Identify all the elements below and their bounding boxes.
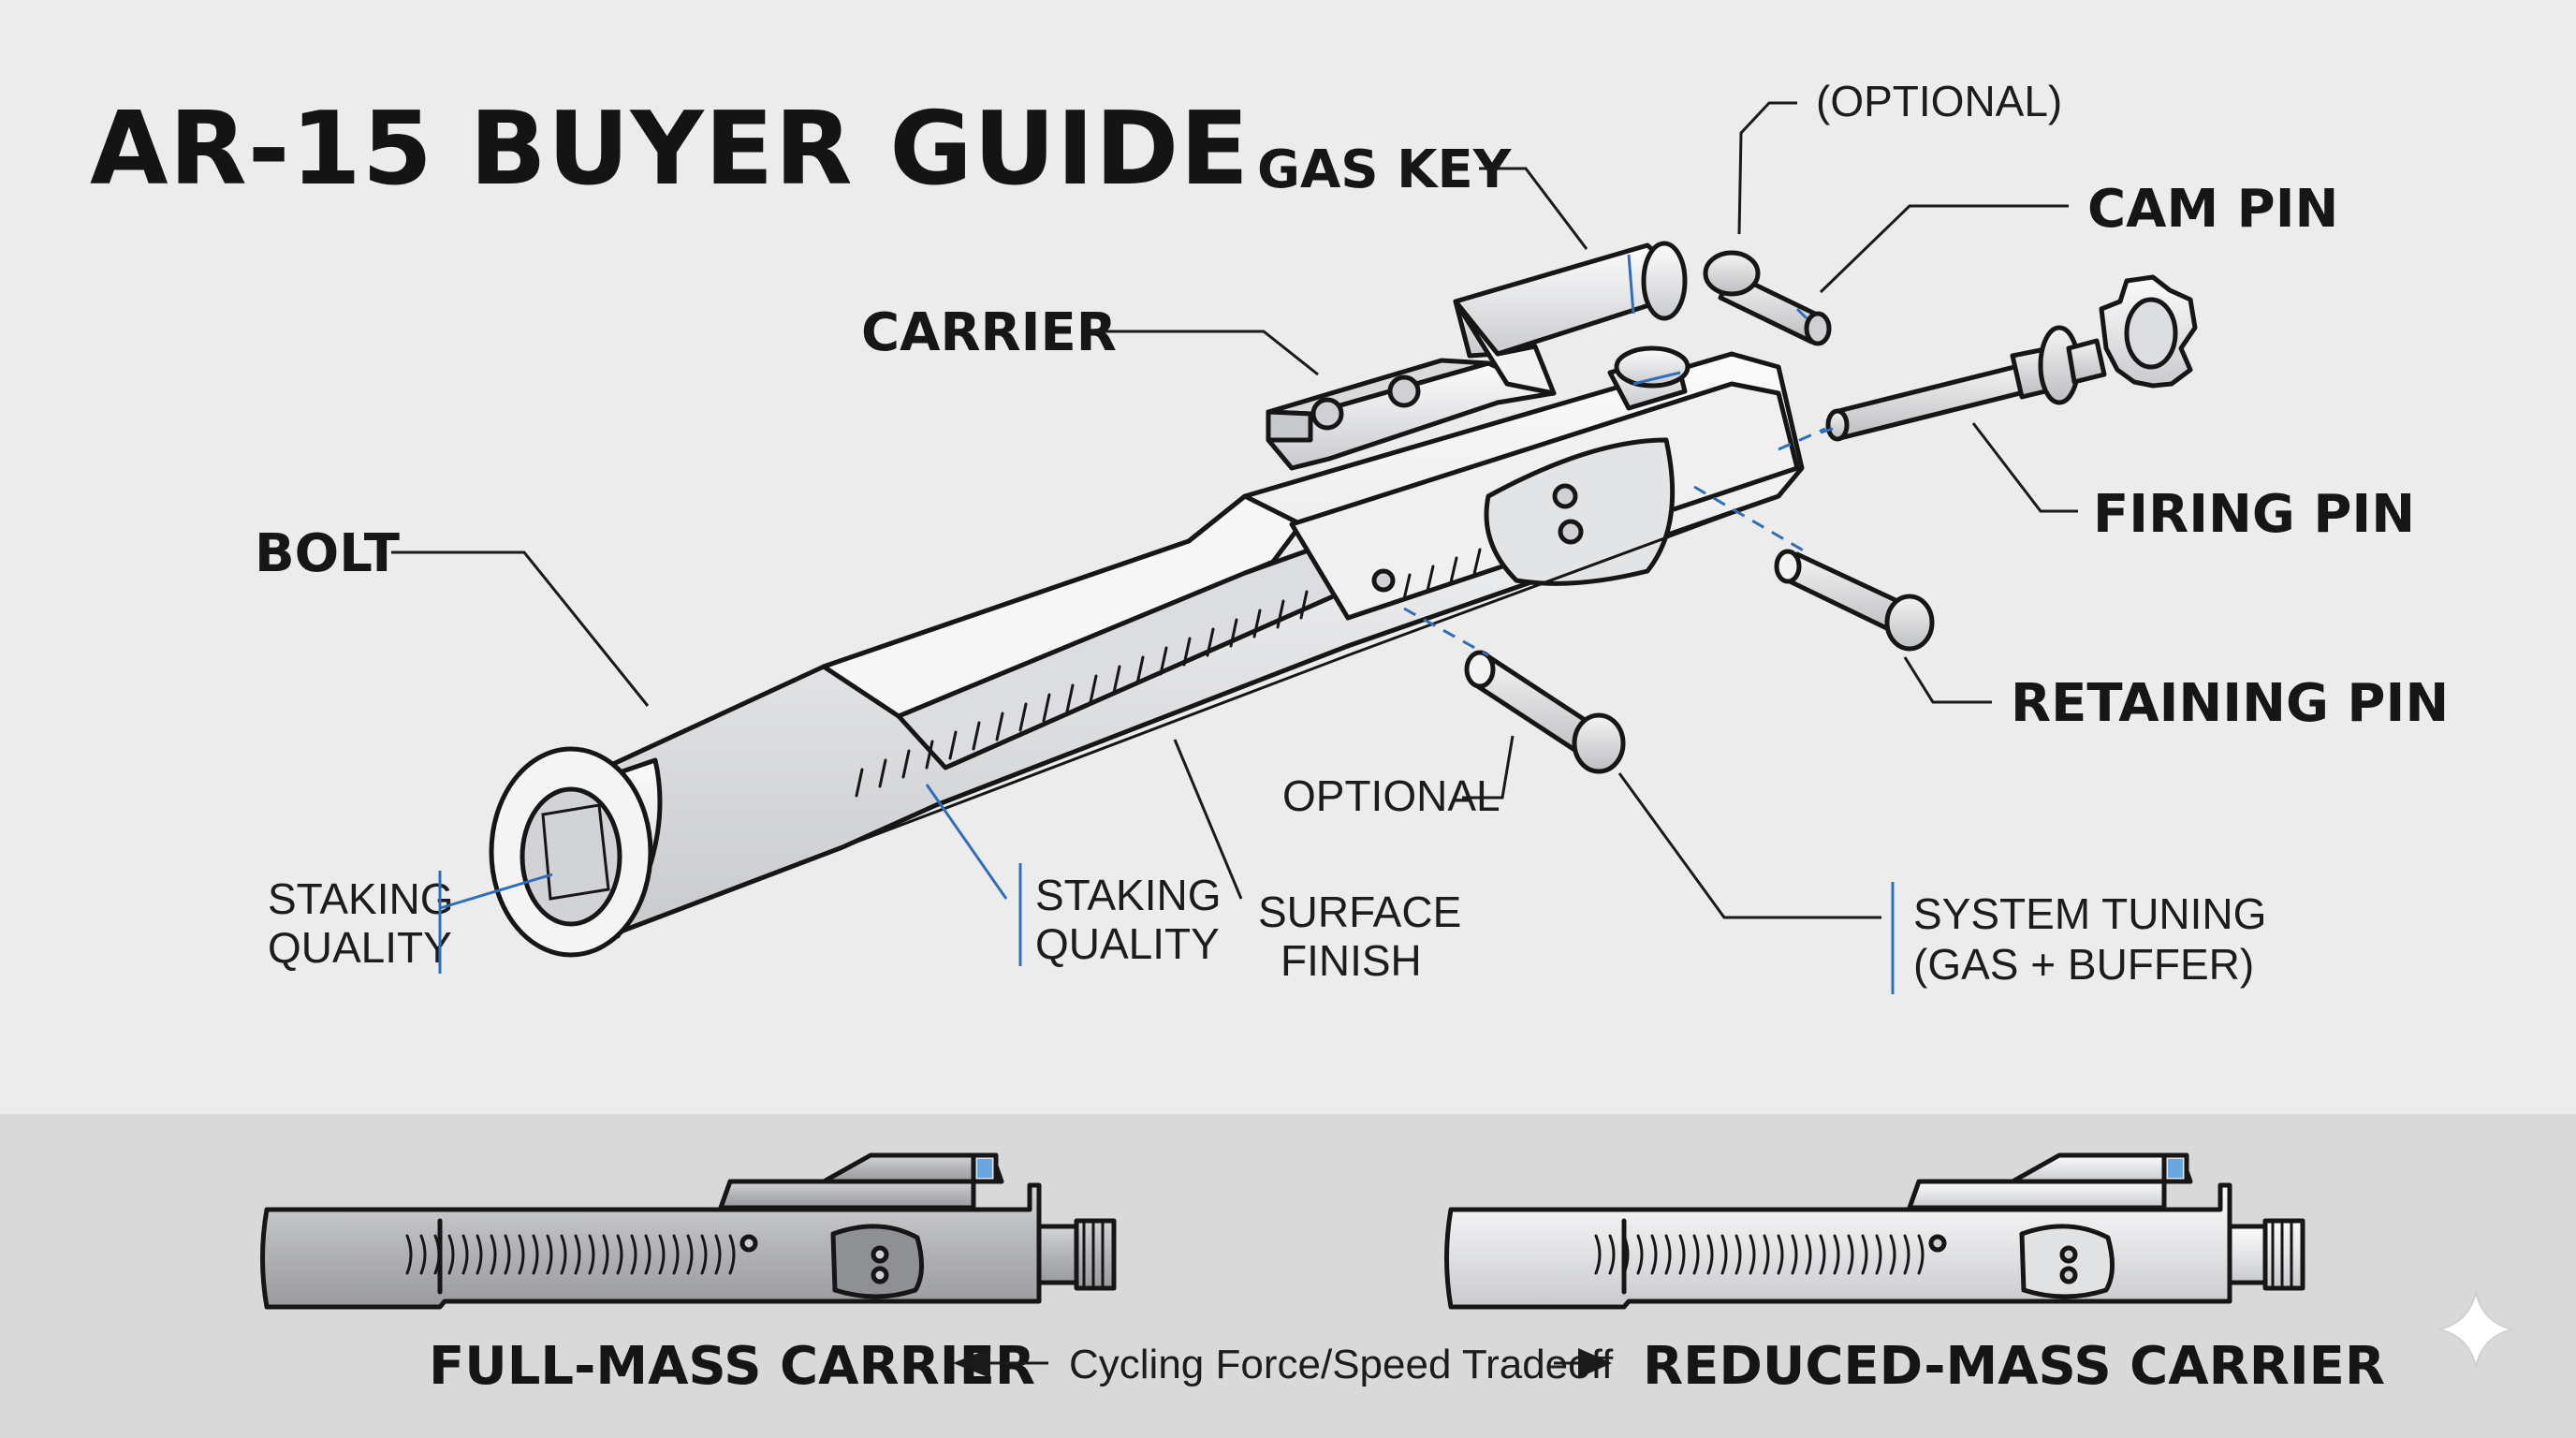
label-gas-key: GAS KEY [1257,139,1513,200]
label-system-1: SYSTEM TUNING [1913,889,2266,938]
label-surface-1: SURFACE [1258,888,1461,936]
carrier-body [489,351,1805,958]
optional-pin-part [1464,650,1626,774]
label-tradeoff: Cycling Force/Speed Tradeoff [1069,1342,1614,1387]
arrow-left-icon [953,1348,990,1378]
label-optional-mid: OPTIONAL [1282,771,1500,820]
firing-pin-part [1820,274,2198,442]
carrier-serrations [855,548,1482,798]
label-system-2: (GAS + BUFFER) [1913,940,2254,989]
label-surface-2: FINISH [1281,936,1422,985]
cam-pin-part [1703,250,1832,346]
label-retaining-pin: RETAINING PIN [2011,673,2449,734]
retaining-pin-part [1774,549,1935,652]
label-staking-mid-2: QUALITY [1035,919,1220,968]
label-full-mass-carrier: FULL-MASS CARRIER [429,1336,1035,1397]
exploded-bolt-carrier-group [489,241,2198,958]
label-firing-pin: FIRING PIN [2093,484,2415,545]
label-staking-left-2: QUALITY [268,923,452,972]
label-bolt: BOLT [255,523,400,584]
label-cam-pin: CAM PIN [2087,179,2338,240]
label-carrier: CARRIER [861,302,1117,363]
gas-key [1266,241,1688,471]
reduced-mass-carrier-illustration [1444,1152,2305,1310]
arrow-right-icon [1578,1348,1612,1378]
bolt-head-lugs [2099,274,2198,389]
label-staking-mid-1: STAKING [1035,871,1222,919]
cam-stud [1607,345,1690,411]
callouts: GAS KEY (OPTIONAL) CAM PIN CARRIER FIRIN… [255,77,2449,994]
label-reduced-mass-carrier: REDUCED-MASS CARRIER [1643,1336,2385,1397]
sparkle-icon [2438,1291,2513,1368]
label-optional-top: (OPTIONAL) [1816,77,2062,125]
label-staking-left-1: STAKING [268,874,454,923]
page-title: AR-15 BUYER GUIDE [90,91,1250,208]
full-mass-carrier-illustration [260,1152,1117,1310]
